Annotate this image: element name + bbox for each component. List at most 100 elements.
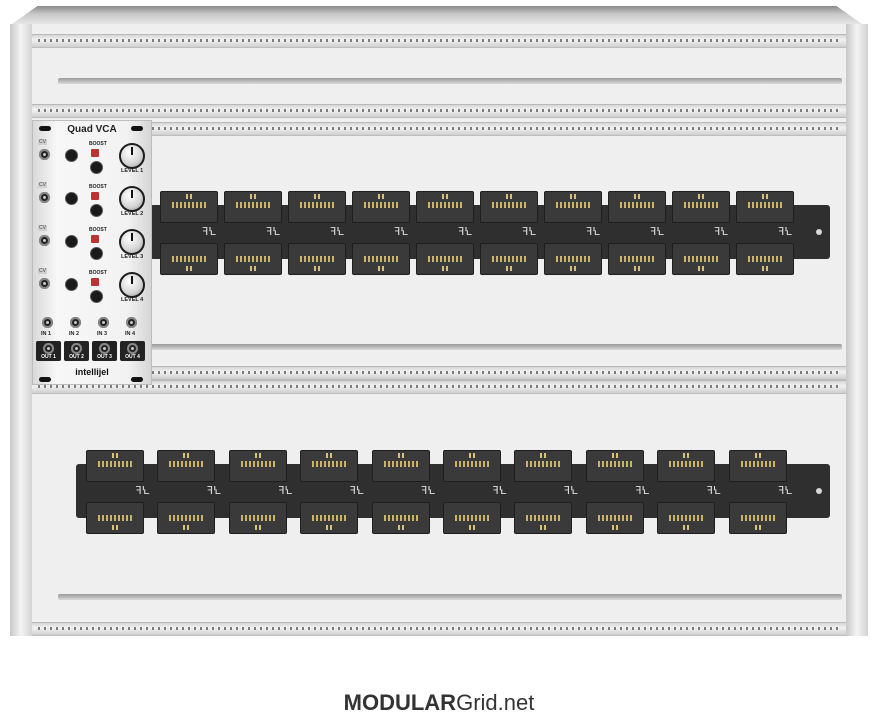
level-label-1: LEVEL 1 xyxy=(121,168,144,174)
bus-logo-glyph: ꟻꝆ xyxy=(522,225,536,238)
bus-logo-glyph: ꟻꝆ xyxy=(650,225,664,238)
bus-power-header xyxy=(585,502,644,534)
cv-attenuator-knob-2[interactable] xyxy=(65,192,78,205)
bus-power-header xyxy=(300,502,359,534)
audio-output-jack-3[interactable] xyxy=(99,343,110,354)
rail-bar-row2-bottom xyxy=(58,344,842,350)
audio-input-jack-2[interactable] xyxy=(70,317,81,328)
output-block-1: OUT 1 xyxy=(36,341,61,361)
bus-logo-glyph: ꟻꝆ xyxy=(202,225,216,238)
bus-logo-glyph: ꟻꝆ xyxy=(206,484,221,497)
bus-power-header xyxy=(443,502,501,534)
bus-logo-glyph: ꟻꝆ xyxy=(394,225,408,238)
boost-label: BOOST xyxy=(89,227,107,233)
audio-input-jack-1[interactable] xyxy=(42,317,53,328)
bus-power-header xyxy=(736,243,794,275)
input-label-3: IN 3 xyxy=(97,331,108,337)
offset-knob-3[interactable] xyxy=(90,247,103,260)
bus-power-header xyxy=(288,191,346,223)
bus-logo-glyph: ꟻꝆ xyxy=(635,484,649,497)
bus-logo-glyph: ꟻꝆ xyxy=(492,484,507,497)
bus-power-header xyxy=(544,243,602,275)
bus-logo-glyph: ꟻꝆ xyxy=(778,484,792,497)
rail-row2-bottom xyxy=(32,366,846,380)
cv-label: CV xyxy=(38,225,47,231)
mounting-hole xyxy=(39,377,51,382)
case-side-right xyxy=(846,24,868,636)
quad-vca-module[interactable]: Quad VCA CV BOOST LEVEL 1 CV BOOST LEVEL… xyxy=(32,120,152,385)
rail-row1-mid xyxy=(32,104,846,118)
output-label-1: OUT 1 xyxy=(41,354,56,360)
bus-power-header xyxy=(288,243,346,275)
output-label-4: OUT 4 xyxy=(125,354,140,360)
bus-power-header xyxy=(480,191,538,223)
cv-attenuator-knob-3[interactable] xyxy=(65,235,78,248)
modulargrid-watermark: MODULARGrid.net xyxy=(0,690,878,716)
cv-label: CV xyxy=(38,268,47,274)
footer-brand-bold: MODULAR xyxy=(343,690,457,715)
mounting-hole xyxy=(39,126,51,131)
rail-row2-top xyxy=(32,122,846,136)
cv-input-jack-2[interactable] xyxy=(39,192,50,203)
audio-input-jack-3[interactable] xyxy=(98,317,109,328)
bus-logo-glyph: ꟻꝆ xyxy=(135,484,150,497)
level-label-2: LEVEL 2 xyxy=(121,211,144,217)
offset-knob-4[interactable] xyxy=(90,290,103,303)
bus-logo-glyph: ꟻꝆ xyxy=(563,484,578,497)
cv-attenuator-knob-4[interactable] xyxy=(65,278,78,291)
rail-bar-row1-top xyxy=(58,78,842,84)
bus-power-header xyxy=(157,502,216,534)
eurorack-case xyxy=(10,6,868,636)
bus-power-header xyxy=(352,243,410,275)
footer-brand-regular: Grid.net xyxy=(456,690,535,715)
audio-output-jack-4[interactable] xyxy=(127,343,138,354)
level-knob-4[interactable] xyxy=(119,272,145,298)
audio-output-jack-1[interactable] xyxy=(43,343,54,354)
bus-power-header xyxy=(657,502,716,534)
bus-power-header xyxy=(608,191,666,223)
bus-power-header xyxy=(416,243,474,275)
mounting-hole xyxy=(131,377,143,382)
input-label-4: IN 4 xyxy=(125,331,136,337)
level-label-4: LEVEL 4 xyxy=(121,297,144,303)
offset-knob-1[interactable] xyxy=(90,161,103,174)
bus-power-header xyxy=(157,450,216,482)
bus-power-header xyxy=(657,450,716,482)
bus-power-header xyxy=(228,502,287,534)
bus-power-header xyxy=(160,191,218,223)
cv-attenuator-knob-1[interactable] xyxy=(65,149,78,162)
level-knob-2[interactable] xyxy=(119,186,145,212)
boost-switch-2[interactable] xyxy=(91,192,99,200)
audio-input-jack-4[interactable] xyxy=(126,317,137,328)
level-knob-3[interactable] xyxy=(119,229,145,255)
boost-label: BOOST xyxy=(89,270,107,276)
cv-input-jack-3[interactable] xyxy=(39,235,50,246)
output-block-4: OUT 4 xyxy=(120,341,145,361)
boost-switch-3[interactable] xyxy=(91,235,99,243)
offset-knob-2[interactable] xyxy=(90,204,103,217)
level-knob-1[interactable] xyxy=(119,143,145,169)
bus-power-header xyxy=(371,502,430,534)
output-label-3: OUT 3 xyxy=(97,354,112,360)
cv-input-jack-4[interactable] xyxy=(39,278,50,289)
bus-logo-glyph: ꟻꝆ xyxy=(349,484,364,497)
bus-power-header xyxy=(228,450,287,482)
bus-logo-glyph: ꟻꝆ xyxy=(330,225,344,238)
bus-logo-glyph: ꟻꝆ xyxy=(266,225,280,238)
bus-power-header xyxy=(608,243,666,275)
boost-switch-4[interactable] xyxy=(91,278,99,286)
input-label-2: IN 2 xyxy=(69,331,80,337)
bus-mounting-hole xyxy=(816,488,822,494)
boost-switch-1[interactable] xyxy=(91,149,99,157)
bus-power-header xyxy=(224,191,282,223)
cv-input-jack-1[interactable] xyxy=(39,149,50,160)
audio-output-jack-2[interactable] xyxy=(71,343,82,354)
bus-logo-glyph: ꟻꝆ xyxy=(706,484,721,497)
bus-power-header xyxy=(728,450,787,482)
case-top-lid xyxy=(12,6,862,24)
rail-row1-top xyxy=(32,34,846,48)
bus-power-header xyxy=(352,191,410,223)
bus-power-header xyxy=(416,191,474,223)
bus-power-header xyxy=(585,450,644,482)
bus-power-header xyxy=(443,450,501,482)
